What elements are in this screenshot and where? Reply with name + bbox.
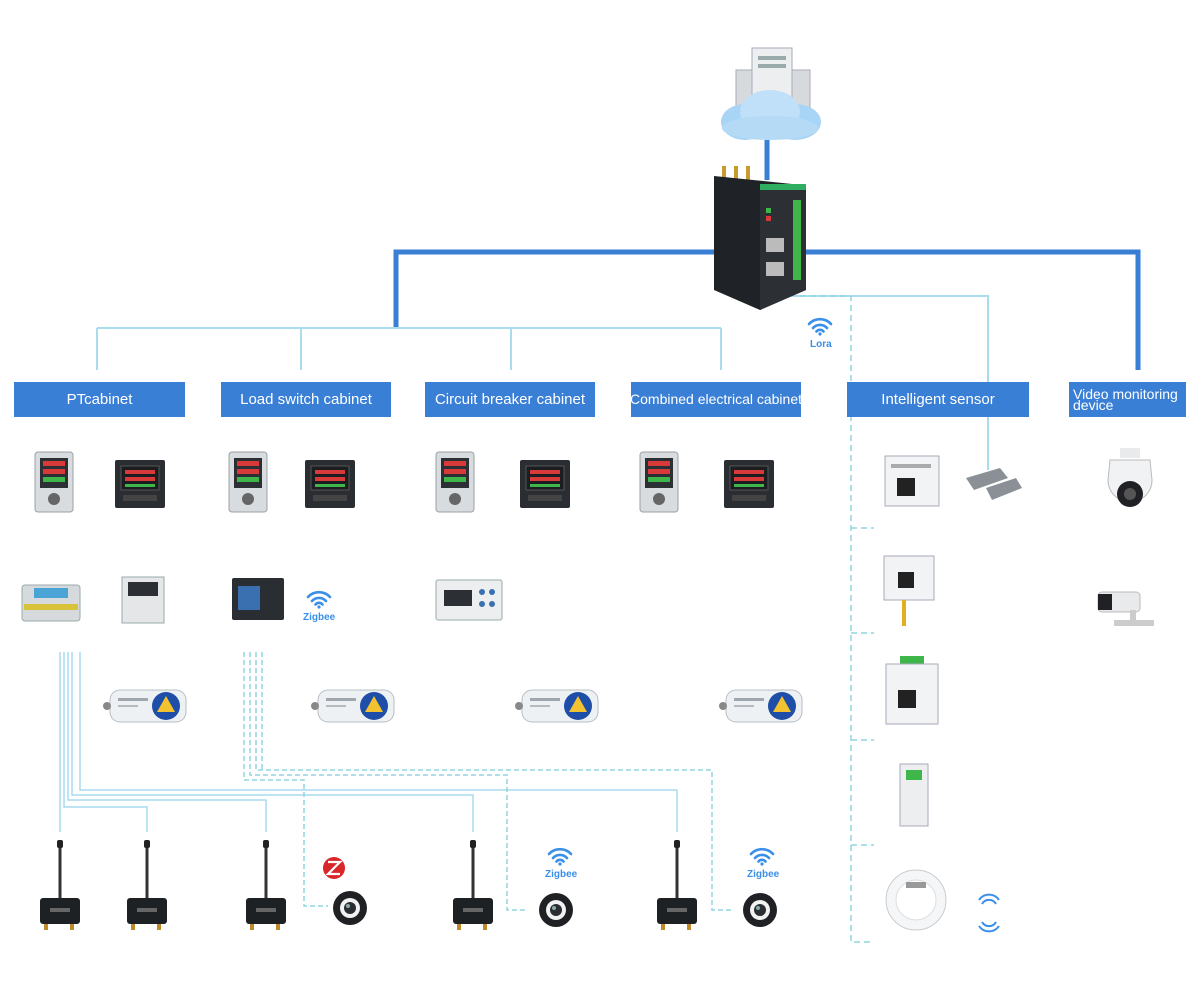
- camera-ball-icon: [743, 893, 777, 927]
- temperature-sensor-icon: [514, 689, 599, 723]
- pt-row2-devices: [21, 576, 165, 624]
- smoke-detector-icon: [885, 869, 947, 931]
- zigbee-label: Zigbee: [303, 612, 336, 623]
- header-intelligent-sensor: Intelligent sensor: [847, 382, 1029, 417]
- zigbee-wifi-icon: [547, 847, 573, 867]
- zigbee-wifi-icon: [306, 590, 332, 610]
- header-pt-cabinet: PTcabinet: [14, 382, 185, 417]
- camera-ball-icon: [539, 893, 573, 927]
- cloud-server-icon: [721, 47, 821, 140]
- wireless-waves-icon: [978, 893, 1000, 933]
- bullet-camera-icon: [1097, 591, 1154, 626]
- sensor-dashed-lines: [790, 295, 874, 943]
- header-load-switch-cabinet: Load switch cabinet: [221, 382, 391, 417]
- pt-row1-devices: [34, 451, 166, 513]
- antenna-icon: [40, 840, 80, 930]
- door-sensor-icon: [966, 468, 1022, 500]
- sensor-box-1: [884, 455, 940, 507]
- pt-antenna-lines: [59, 652, 678, 832]
- load-row1-devices: [228, 451, 356, 513]
- temperature-sensor-icon: [718, 689, 803, 723]
- antenna-icon: [453, 840, 493, 930]
- wifi-signal-icon: [807, 317, 833, 337]
- sensor-box-2: [883, 555, 935, 626]
- temperature-sensor-icon: [310, 689, 395, 723]
- load-dashed-lines: [243, 652, 732, 911]
- header-circuit-breaker-cabinet: Circuit breaker cabinet: [425, 382, 595, 417]
- temperature-sensor-icon: [102, 689, 187, 723]
- gateway-device-icon: [714, 166, 806, 310]
- comb-row1-devices: [639, 451, 775, 513]
- dome-camera-icon: [1107, 448, 1153, 507]
- header-combined-electrical-cabinet: Combined electrical cabinet: [631, 382, 801, 417]
- antenna-icon: [127, 840, 167, 930]
- camera-ball-icon: [333, 891, 367, 925]
- cb-row2-device: [435, 579, 503, 621]
- zigbee-label: Zigbee: [545, 869, 578, 880]
- lora-label: Lora: [810, 339, 832, 350]
- sensor-box-3: [885, 656, 939, 725]
- zigbee-logo-icon: [323, 857, 345, 879]
- antenna-icon: [657, 840, 697, 930]
- load-row2-device: [232, 578, 284, 620]
- zigbee-wifi-icon: [749, 847, 775, 867]
- cb-row1-devices: [435, 451, 571, 513]
- antenna-icon: [246, 840, 286, 930]
- header-video-monitoring-device: Video monitoring device: [1069, 382, 1186, 417]
- sensor-box-4: [899, 763, 929, 827]
- zigbee-label: Zigbee: [747, 869, 780, 880]
- trunk-lines: [393, 140, 1141, 370]
